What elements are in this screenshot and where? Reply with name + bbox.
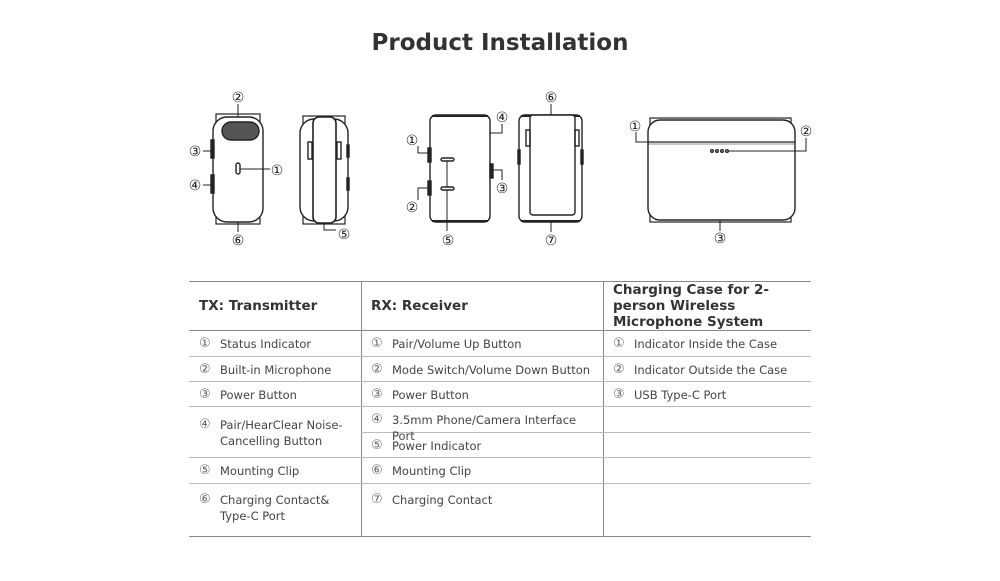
transmitter-side-diagram: ⑤	[299, 115, 351, 243]
table-row: ④ 3.5mm Phone/Camera Interface Port	[361, 407, 603, 443]
item-label: 3.5mm Phone/Camera Interface Port	[392, 413, 577, 443]
callout-tx-4: ④	[189, 178, 202, 194]
item-label: Built-in Microphone	[220, 363, 332, 377]
transmitter-front-diagram: ② ③ ④ ① ⑥	[189, 90, 284, 249]
table-row: ④ Pair/HearClear Noise-Cancelling Button	[189, 407, 361, 458]
item-label: Indicator Inside the Case	[634, 337, 778, 351]
receiver-side-diagram: ⑥ ⑦	[517, 90, 584, 249]
item-label: Power Indicator	[392, 439, 482, 453]
item-number: ①	[613, 336, 625, 351]
item-label: Mounting Clip	[392, 464, 472, 478]
table-row: ⑥ Mounting Clip	[361, 458, 603, 484]
microphone-grille-icon	[221, 121, 260, 141]
page-title: Product Installation	[371, 30, 629, 56]
table-row: ⑦ Charging Contact	[361, 484, 603, 535]
callout-tx-3: ③	[189, 144, 202, 160]
table-row: ③ USB Type-C Port	[603, 382, 811, 407]
item-number: ①	[199, 336, 211, 351]
table-row: ① Indicator Inside the Case	[603, 331, 811, 357]
empty-row	[603, 458, 811, 484]
callout-case-1: ①	[629, 119, 642, 135]
callout-rx-3: ③	[496, 181, 509, 197]
table-row: ③ Power Button	[361, 382, 603, 407]
item-number: ②	[613, 362, 625, 377]
item-number: ④	[199, 417, 211, 432]
table-row: ② Indicator Outside the Case	[603, 357, 811, 382]
column-header: RX: Receiver	[361, 282, 603, 331]
empty-row	[603, 433, 811, 458]
item-number: ⑤	[371, 438, 383, 453]
table-row: ① Status Indicator	[189, 331, 361, 357]
charging-case-diagram: ① ② ③	[629, 117, 813, 247]
table-row: ⑤ Power Indicator	[361, 433, 603, 458]
table-row: ② Mode Switch/Volume Down Button	[361, 357, 603, 382]
item-number: ⑤	[199, 463, 211, 478]
empty-row	[603, 407, 811, 433]
charging-case-column: Charging Case for 2-person Wireless Micr…	[603, 282, 811, 536]
item-label: Power Button	[392, 388, 469, 402]
callout-case-3: ③	[714, 231, 727, 247]
item-number: ①	[371, 336, 383, 351]
item-label: Power Button	[220, 388, 297, 402]
callout-tx-6: ⑥	[232, 233, 245, 249]
column-header: Charging Case for 2-person Wireless Micr…	[603, 282, 811, 331]
item-number: ⑥	[199, 492, 211, 507]
callout-tx-1: ①	[271, 163, 284, 179]
table-row: ⑥ Charging Contact& Type-C Port	[189, 484, 361, 535]
receiver-column: RX: Receiver ① Pair/Volume Up Button ② Mod…	[361, 282, 604, 536]
item-label: Charging Contact	[392, 493, 493, 507]
table-row: ② Built-in Microphone	[189, 357, 361, 382]
callout-rx-7: ⑦	[545, 233, 558, 249]
table-row: ⑤ Mounting Clip	[189, 458, 361, 484]
item-number: ③	[371, 387, 383, 402]
item-label: Mode Switch/Volume Down Button	[392, 363, 591, 377]
empty-row	[603, 484, 811, 535]
item-number: ⑥	[371, 463, 383, 478]
item-number: ③	[199, 387, 211, 402]
callout-rx-6: ⑥	[545, 90, 558, 106]
item-number: ②	[371, 362, 383, 377]
transmitter-column: TX: Transmitter ① Status Indicator ② Built…	[189, 282, 362, 536]
item-number: ③	[613, 387, 625, 402]
table-row: ① Pair/Volume Up Button	[361, 331, 603, 357]
item-label: Charging Contact& Type-C Port	[220, 493, 330, 523]
item-label: Status Indicator	[220, 337, 312, 351]
table-row: ③ Power Button	[189, 382, 361, 407]
item-label: Indicator Outside the Case	[634, 363, 788, 377]
receiver-front-diagram: ① ② ④ ③ ⑤	[406, 110, 509, 249]
item-label: Mounting Clip	[220, 464, 300, 478]
parts-table: TX: Transmitter ① Status Indicator ② Built…	[189, 281, 811, 537]
item-label: USB Type-C Port	[634, 388, 727, 402]
item-label: Pair/Volume Up Button	[392, 337, 522, 351]
callout-rx-1: ①	[406, 133, 419, 149]
column-header: TX: Transmitter	[189, 282, 361, 331]
item-label: Pair/HearClear Noise-Cancelling Button	[220, 418, 343, 448]
callout-rx-5: ⑤	[442, 233, 455, 249]
product-diagrams: ② ③ ④ ① ⑥ ⑤ ① ②	[189, 90, 813, 249]
callout-tx-2: ②	[232, 90, 245, 106]
item-number: ④	[371, 412, 383, 427]
callout-tx-5: ⑤	[338, 227, 351, 243]
item-number: ⑦	[371, 492, 383, 507]
item-number: ②	[199, 362, 211, 377]
callout-case-2: ②	[800, 124, 813, 140]
callout-rx-4: ④	[496, 110, 509, 126]
callout-rx-2: ②	[406, 200, 419, 216]
